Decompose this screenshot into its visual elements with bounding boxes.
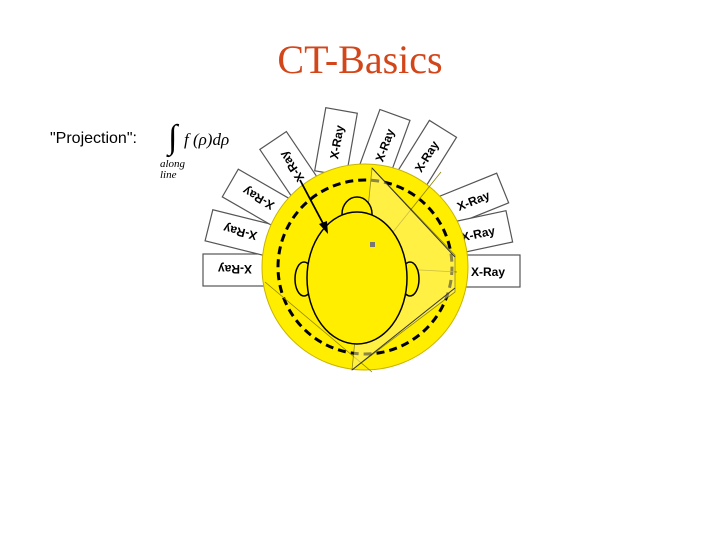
line-text: line [160,169,177,181]
xray-label: X-Ray [218,262,252,276]
xray-label: X-Ray [460,224,497,245]
xray-source-6: X-Ray [357,108,411,182]
projection-arrow [299,179,328,234]
slide-title: CT-Basics [277,37,443,82]
projection-formula: f (ρ)dρ [184,130,229,149]
head-outline [306,211,408,345]
fan-edge-top [371,167,456,258]
head [294,196,420,345]
xray-box [202,253,268,287]
xray-source-1: X-Ray [202,253,268,287]
integral-symbol: ∫ [166,119,180,158]
xray-source-7: X-Ray [394,119,458,193]
sample-point [370,242,375,247]
projection-label: "Projection": [50,130,137,147]
fan-edge-bottom [351,287,456,371]
arrow-head [319,221,328,234]
arrow-shaft [299,179,327,230]
xray-source-8: X-Ray [436,172,510,228]
xray-label: X-Ray [327,124,347,160]
xray-source-3: X-Ray [221,168,295,230]
projection-annotation: "Projection": ∫ f (ρ)dρ along line [50,119,229,181]
xray-source-5: X-Ray [313,107,359,177]
xray-label: X-Ray [471,265,505,279]
xray-source-2: X-Ray [204,209,276,257]
along-text: along [160,158,186,170]
